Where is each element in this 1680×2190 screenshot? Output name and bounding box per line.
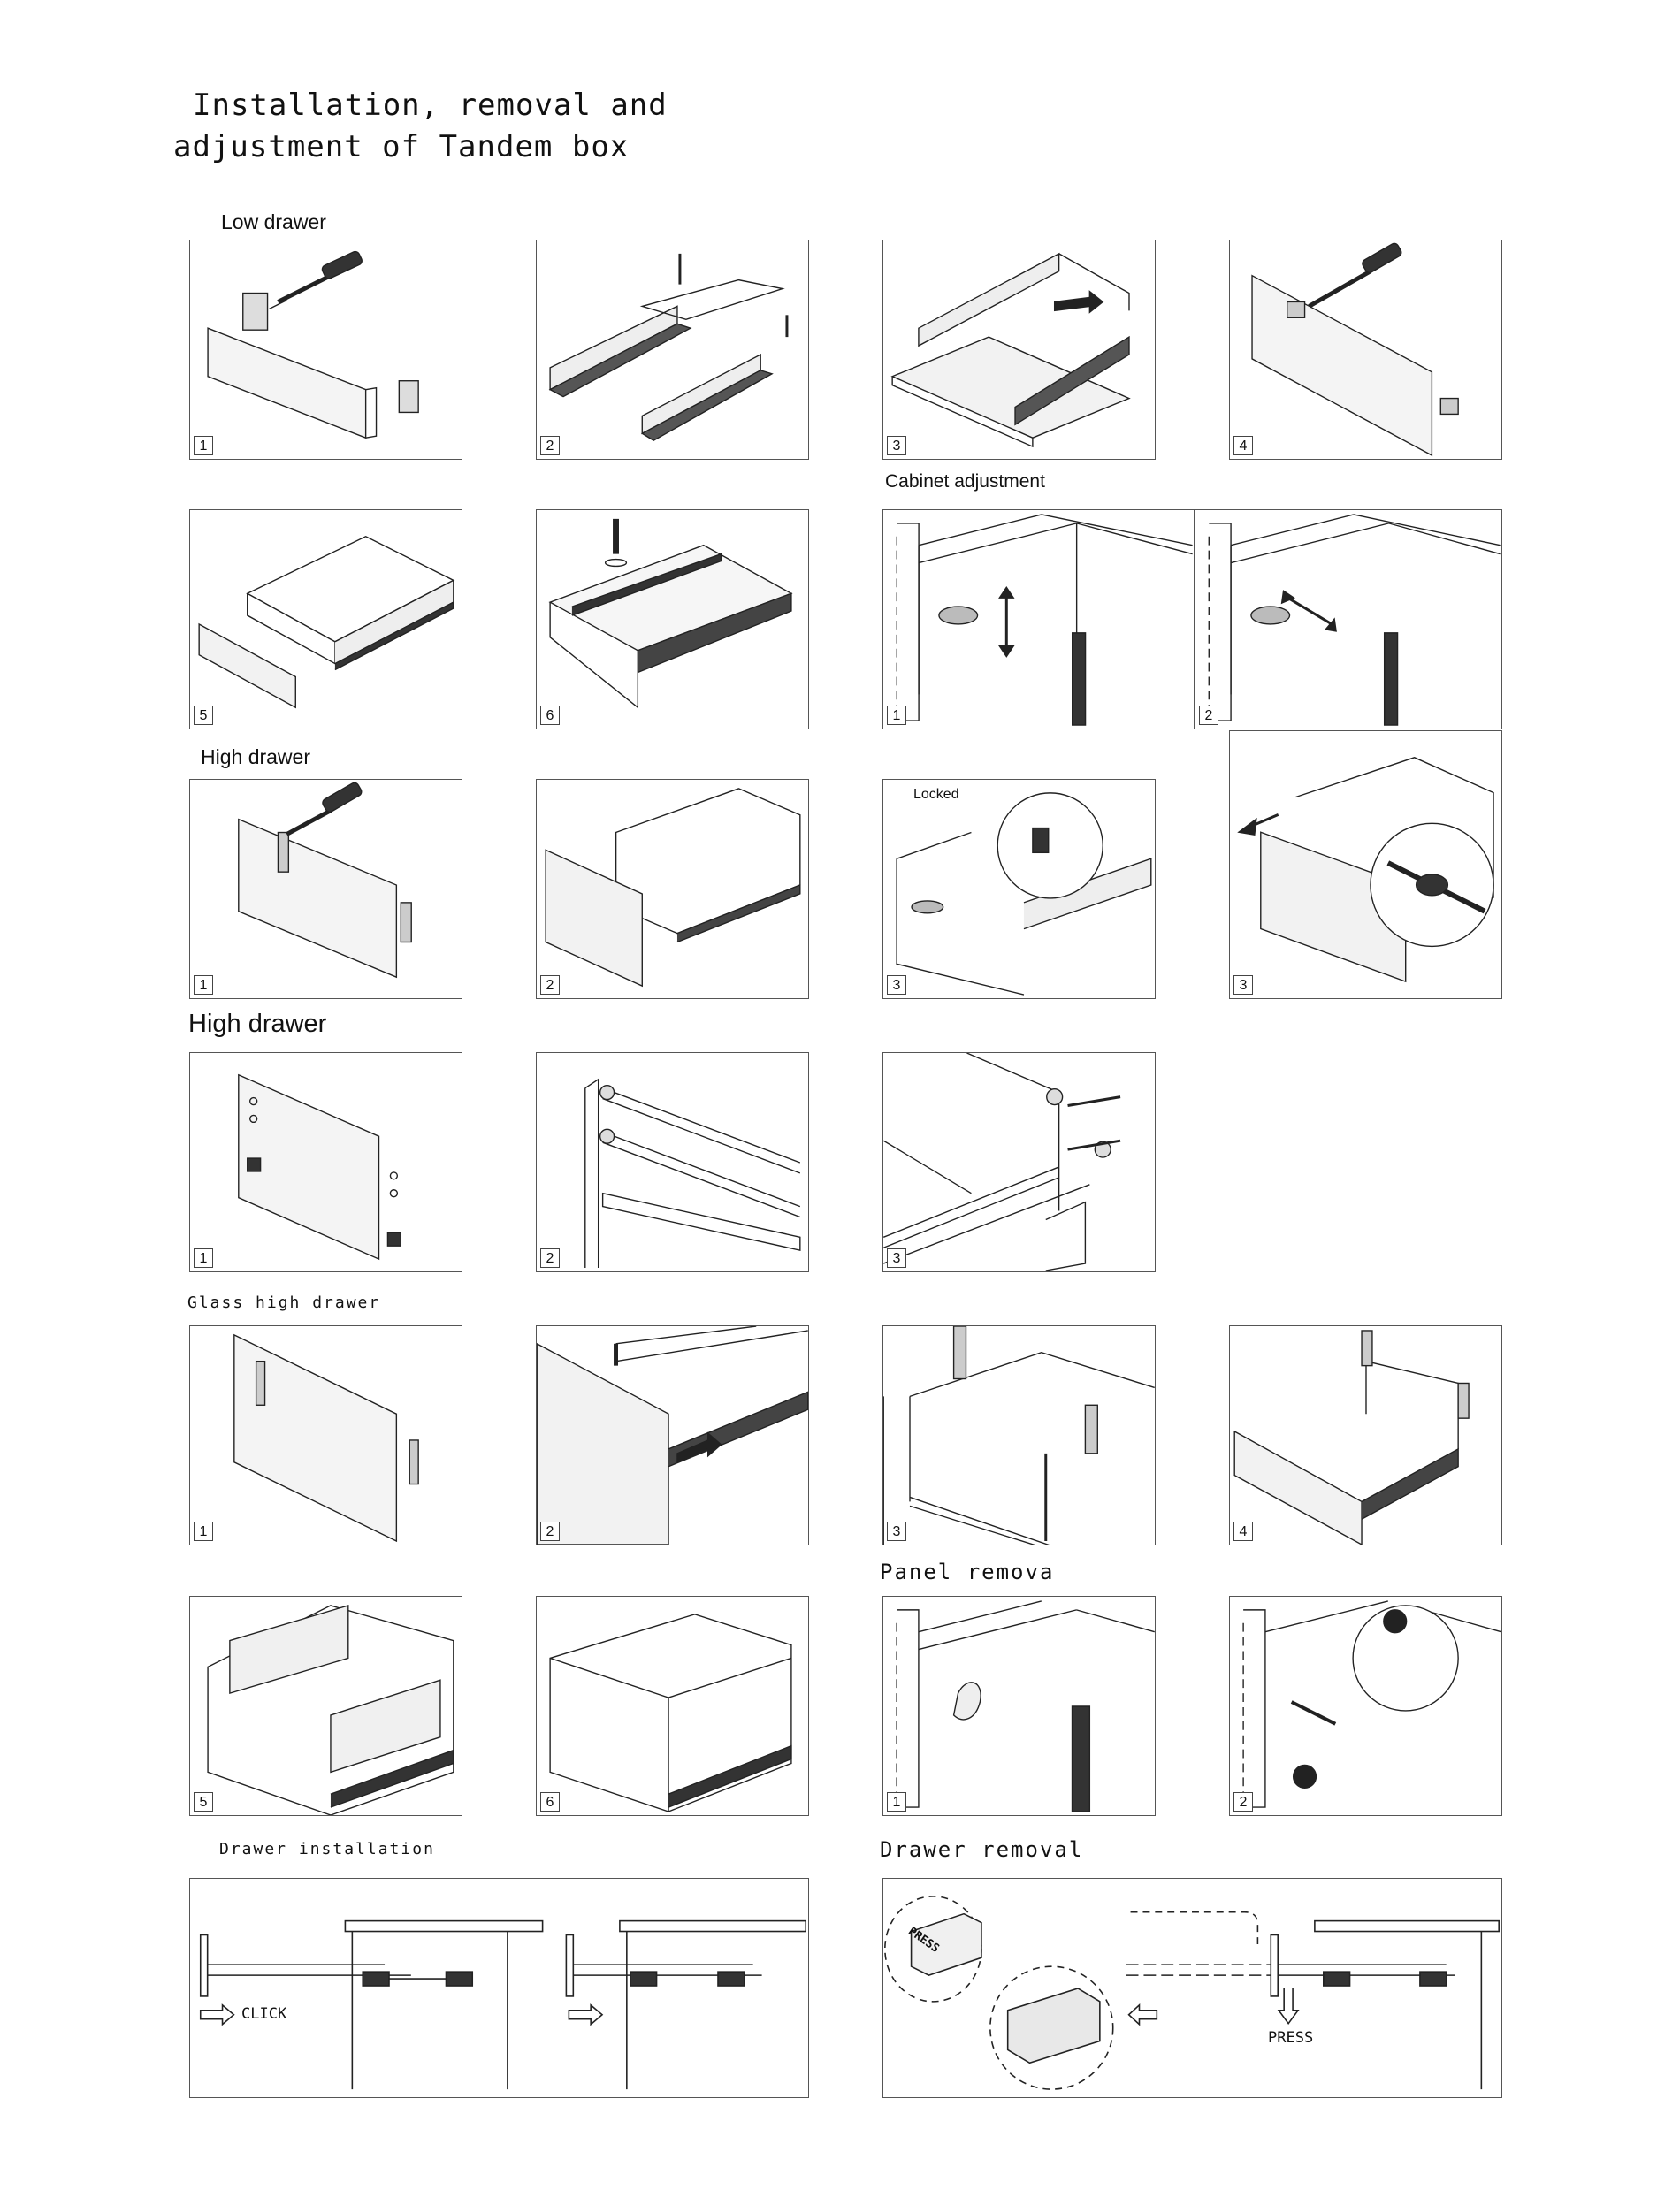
step-number: 4	[1233, 1522, 1253, 1541]
figure-glass-drawer-step-3: 3	[882, 1325, 1156, 1545]
step-number: 3	[887, 1248, 906, 1268]
figure-high-drawer-large-step-1: 1	[189, 1052, 462, 1272]
step-number: 5	[194, 1792, 213, 1812]
glass-side-attach-illustration	[537, 1326, 808, 1545]
figure-glass-drawer-step-6: 6	[536, 1596, 809, 1816]
gallery-rail-clip-illustration	[883, 1053, 1121, 1271]
drawer-removal-diagram	[884, 1896, 1500, 2090]
figure-high-drawer-small-step-3: Locked 3	[882, 779, 1156, 999]
glass-frame-assembly-illustration	[1233, 1330, 1470, 1545]
lateral-adjustment-illustration	[1208, 514, 1501, 726]
glass-panel-insert-illustration	[207, 1604, 454, 1815]
panel-release-illustration	[896, 1600, 1155, 1812]
side-rails-illustration	[548, 253, 789, 441]
glass-drawer-complete-illustration	[549, 1614, 792, 1812]
press-label: PRESS	[1268, 2029, 1314, 2047]
heading-panel-removal: Panel remova	[880, 1560, 1055, 1584]
heading-glass-high-drawer: Glass high drawer	[187, 1293, 381, 1312]
figure-low-drawer-step-1: 1	[189, 240, 462, 460]
step-number: 3	[1233, 975, 1253, 995]
step-number: 3	[887, 436, 906, 455]
front-panel-fittings-illustration	[238, 1073, 402, 1261]
figure-glass-drawer-step-4: 4	[1229, 1325, 1502, 1545]
step-number: 1	[887, 706, 906, 725]
step-number: 6	[540, 1792, 560, 1812]
heading-drawer-removal: Drawer removal	[880, 1837, 1084, 1862]
figure-high-drawer-small-step-3b: 3	[1229, 730, 1502, 999]
figure-high-drawer-small-step-2: 2	[536, 779, 809, 999]
locked-detail-illustration	[896, 792, 1152, 996]
drawer-installation-diagram	[199, 1919, 806, 2090]
step-number: 3	[887, 975, 906, 995]
title-line-2: adjustment of Tandem box	[173, 129, 630, 164]
figure-low-drawer-step-3: 3	[882, 240, 1156, 460]
step-number: 2	[540, 1248, 560, 1268]
step-number: 1	[887, 1792, 906, 1812]
step-number: 3	[887, 1522, 906, 1541]
step-number: 1	[194, 436, 213, 455]
page-title: Installation, removal and adjustment of …	[173, 85, 668, 168]
drawer-base-screw-illustration	[548, 518, 793, 709]
figure-drawer-removal: PRESS PRESS	[882, 1878, 1502, 2098]
heading-cabinet-adjustment: Cabinet adjustment	[885, 471, 1045, 492]
figure-high-drawer-large-step-2: 2	[536, 1052, 809, 1272]
figure-panel-removal-step-2: 2	[1229, 1596, 1502, 1816]
panel-adjust-detail-illustration	[1237, 757, 1494, 983]
step-number: 1	[194, 1522, 213, 1541]
click-label: CLICK	[241, 2005, 287, 2023]
heading-drawer-installation: Drawer installation	[219, 1840, 435, 1858]
figure-cabinet-adjustment-step-1: 1	[882, 509, 1195, 729]
gallery-rail-insert-illustration	[584, 1078, 801, 1269]
glass-rails-illustration	[883, 1326, 1155, 1545]
figure-cabinet-adjustment-step-2: 2	[1195, 509, 1502, 729]
panel-detach-illustration	[1242, 1600, 1501, 1808]
front-panel-bracket-illustration	[207, 250, 419, 439]
figure-glass-drawer-step-5: 5	[189, 1596, 462, 1816]
step-number: 5	[194, 706, 213, 725]
front-panel-attach-high-illustration	[545, 788, 801, 988]
step-number: 6	[540, 706, 560, 725]
step-number: 2	[1199, 706, 1218, 725]
step-number: 1	[194, 975, 213, 995]
bottom-panel-insert-illustration	[890, 252, 1131, 448]
step-number: 2	[540, 1522, 560, 1541]
figure-low-drawer-step-4: 4	[1229, 240, 1502, 460]
step-number: 2	[1233, 1792, 1253, 1812]
front-panel-attach-illustration	[198, 535, 455, 709]
figure-glass-drawer-step-1: 1	[189, 1325, 462, 1545]
figure-low-drawer-step-2: 2	[536, 240, 809, 460]
figure-low-drawer-step-6: 6	[536, 509, 809, 729]
figure-glass-drawer-step-2: 2	[536, 1325, 809, 1545]
figure-high-drawer-large-step-3: 3	[882, 1052, 1156, 1272]
figure-panel-removal-step-1: 1	[882, 1596, 1156, 1816]
front-panel-screwdriver-illustration	[238, 782, 412, 979]
front-panel-screwing-illustration	[1251, 242, 1459, 457]
step-number: 1	[194, 1248, 213, 1268]
glass-front-fittings-illustration	[233, 1333, 419, 1543]
title-line-1: Installation, removal and	[193, 88, 668, 123]
heading-high-drawer-large: High drawer	[188, 1010, 327, 1038]
figure-drawer-installation: CLICK	[189, 1878, 809, 2098]
step-number: 4	[1233, 436, 1253, 455]
vertical-adjustment-illustration	[896, 514, 1193, 726]
heading-high-drawer-small: High drawer	[201, 745, 310, 768]
locked-label: Locked	[913, 787, 959, 802]
step-number: 2	[540, 436, 560, 455]
heading-low-drawer: Low drawer	[221, 210, 326, 233]
step-number: 2	[540, 975, 560, 995]
figure-low-drawer-step-5: 5	[189, 509, 462, 729]
figure-high-drawer-small-step-1: 1	[189, 779, 462, 999]
